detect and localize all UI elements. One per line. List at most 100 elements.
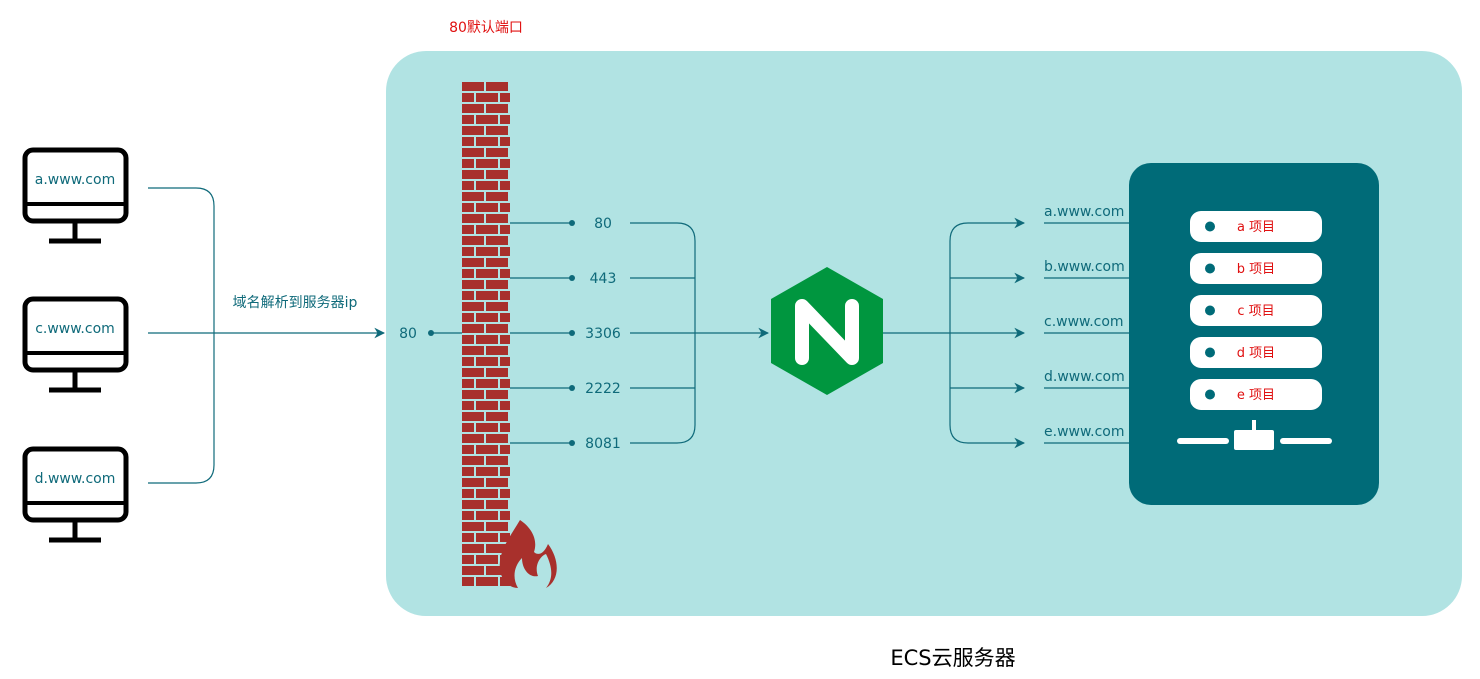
project-dot: [1205, 389, 1215, 400]
port-dot: [569, 220, 575, 226]
firewall-brick: [462, 324, 484, 333]
project-dot: [1205, 263, 1215, 274]
port-dot: [569, 275, 575, 281]
firewall-brick: [486, 302, 508, 311]
firewall-brick: [462, 566, 484, 575]
server-body: [1129, 163, 1379, 505]
firewall-icon: [462, 82, 510, 586]
firewall-brick: [476, 489, 498, 498]
firewall-brick: [462, 423, 474, 432]
firewall-brick: [500, 115, 510, 124]
firewall-brick: [486, 82, 508, 91]
firewall-brick: [476, 137, 498, 146]
port-dot: [569, 440, 575, 446]
default-port-note: 80默认端口: [449, 20, 523, 36]
client-domain-label: a.www.com: [35, 172, 115, 188]
server-box: a 项目b 项目c 项目d 项目e 项目: [1129, 163, 1379, 505]
firewall-brick: [486, 566, 508, 575]
project-pill: [1190, 337, 1322, 368]
firewall-brick: [462, 93, 474, 102]
firewall-brick: [486, 214, 508, 223]
firewall-brick: [462, 445, 474, 454]
firewall-brick: [486, 412, 508, 421]
firewall-brick: [462, 203, 474, 212]
firewall-brick: [462, 467, 474, 476]
firewall-brick: [462, 577, 474, 586]
ports-to-nginx-connector: [630, 222, 768, 444]
firewall-brick: [462, 511, 474, 520]
firewall-brick: [462, 379, 474, 388]
project-dot: [1205, 221, 1215, 232]
port-dot: [569, 385, 575, 391]
monitor-icon: [22, 296, 129, 393]
project-label: b 项目: [1237, 262, 1275, 277]
client-connectors: [148, 187, 386, 484]
firewall-brick: [462, 555, 474, 564]
firewall-brick: [462, 456, 484, 465]
firewall-brick: [476, 577, 498, 586]
firewall-brick: [500, 489, 510, 498]
firewall-brick: [462, 478, 484, 487]
firewall-brick: [476, 357, 498, 366]
firewall-brick: [462, 390, 484, 399]
firewall-brick: [462, 159, 474, 168]
dns-resolution-label: 域名解析到服务器ip: [233, 295, 358, 311]
firewall-brick: [500, 203, 510, 212]
firewall-brick: [500, 533, 510, 542]
firewall-brick: [500, 291, 510, 300]
client-domain-label: c.www.com: [35, 321, 115, 337]
firewall-brick: [462, 137, 474, 146]
firewall-brick: [476, 511, 498, 520]
project-pill: [1190, 295, 1322, 326]
flame-icon: [499, 520, 557, 588]
firewall-brick: [486, 324, 508, 333]
project-dot: [1205, 305, 1215, 316]
firewall-brick: [486, 522, 508, 531]
domain-label: d.www.com: [1044, 369, 1125, 385]
firewall-brick: [462, 236, 484, 245]
firewall-brick: [462, 126, 484, 135]
firewall-brick: [462, 258, 484, 267]
port-label: 2222: [585, 381, 621, 397]
client-domain-label: d.www.com: [35, 471, 116, 487]
firewall-brick: [476, 467, 498, 476]
firewall-brick: [486, 258, 508, 267]
firewall-brick: [462, 368, 484, 377]
firewall-brick: [462, 302, 484, 311]
network-icon: [1177, 420, 1332, 450]
firewall-brick: [500, 137, 510, 146]
firewall-brick: [462, 214, 484, 223]
firewall-brick: [500, 467, 510, 476]
client-monitor-c: c.www.com: [22, 296, 129, 393]
project-pill: [1190, 211, 1322, 242]
entry-port-label: 80: [399, 326, 417, 342]
firewall-brick: [462, 346, 484, 355]
firewall-brick: [486, 544, 508, 553]
firewall-brick: [462, 247, 474, 256]
firewall-brick: [476, 203, 498, 212]
firewall-brick: [500, 379, 510, 388]
firewall-brick: [500, 335, 510, 344]
project-dot: [1205, 347, 1215, 358]
firewall-brick: [486, 368, 508, 377]
firewall-brick: [500, 313, 510, 322]
project-label: d 项目: [1237, 346, 1275, 361]
firewall-brick: [462, 544, 484, 553]
firewall-brick: [500, 181, 510, 190]
firewall-brick: [486, 456, 508, 465]
domain-label: a.www.com: [1044, 204, 1124, 220]
client-monitor-d: d.www.com: [22, 446, 129, 543]
firewall-brick: [462, 434, 484, 443]
firewall-brick: [462, 82, 484, 91]
firewall-brick: [486, 346, 508, 355]
domain-label: b.www.com: [1044, 259, 1125, 275]
firewall-brick: [462, 335, 474, 344]
firewall-brick: [500, 247, 510, 256]
firewall-brick: [486, 390, 508, 399]
firewall-brick: [462, 192, 484, 201]
domain-label: e.www.com: [1044, 424, 1124, 440]
firewall-brick: [462, 500, 484, 509]
firewall-brick: [462, 291, 474, 300]
